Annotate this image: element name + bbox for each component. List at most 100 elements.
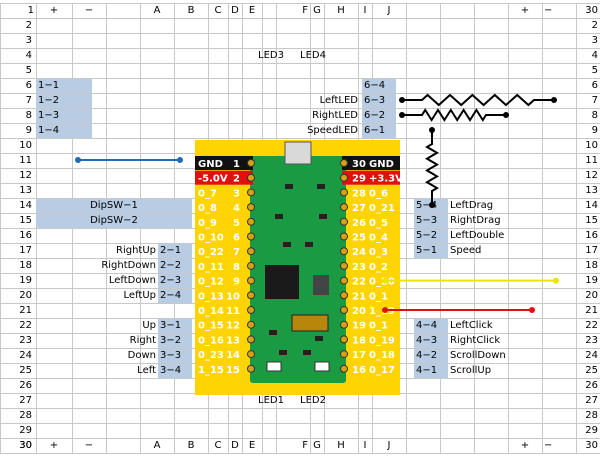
regulator-chip xyxy=(313,275,329,295)
row-number-right: 22 xyxy=(585,320,598,331)
left-pin-number: 12 xyxy=(226,321,240,332)
column-header: − xyxy=(544,5,553,16)
column-header: J xyxy=(387,5,391,16)
row-number-left: 14 xyxy=(19,200,32,211)
left-pin-number: 9 xyxy=(233,277,240,288)
led4-label: LED4 xyxy=(300,50,326,61)
row-number-right: 26 xyxy=(585,380,598,391)
left-led-label: LeftLED xyxy=(319,95,358,106)
left-pin-name: 0_15 xyxy=(198,321,224,332)
left-pin-number: 4 xyxy=(233,203,240,214)
row-number-left: 19 xyxy=(19,275,32,286)
row-number-right: 2 xyxy=(591,20,598,31)
right-pin-name: 0_1 xyxy=(369,291,388,302)
speed-led-label: SpeedLED xyxy=(307,125,358,136)
right-pin-number: 30 xyxy=(352,159,366,170)
column-header: − xyxy=(84,5,94,16)
row-number-right: 29 xyxy=(585,425,598,436)
column-header: B xyxy=(187,5,195,16)
smd-part xyxy=(315,336,323,341)
left-pin-name: 0_9 xyxy=(198,218,217,229)
right-pin-name: +3.3V xyxy=(369,174,403,185)
left-pin-number: 3 xyxy=(233,188,240,199)
left-pin-name: 0_10 xyxy=(198,233,224,244)
button-2 xyxy=(314,361,330,372)
left-pin-name: 0_7 xyxy=(198,188,217,199)
led3-label: LED3 xyxy=(258,50,284,61)
left-pin-name: 0_13 xyxy=(198,291,224,302)
led1-label: LED1 xyxy=(258,395,284,406)
smd-part xyxy=(285,184,293,189)
left-pin-number: 14 xyxy=(226,350,240,361)
wire-dot xyxy=(529,307,535,313)
column-footer: E xyxy=(248,440,256,451)
left-pin-number: 11 xyxy=(226,306,240,317)
right-pin-name: 0_3 xyxy=(369,247,388,258)
left-pin-number: 1 xyxy=(233,159,240,170)
right-pin-number: 23 xyxy=(352,262,366,273)
column-header: 1 xyxy=(27,5,34,16)
action-label: Speed xyxy=(450,245,482,256)
resistor-dot xyxy=(503,112,509,118)
row-number-left: 10 xyxy=(19,140,32,151)
left-pin-name: GND xyxy=(198,159,223,170)
column-header: H xyxy=(337,5,345,16)
column-header: G xyxy=(313,5,321,16)
row-number-left: 12 xyxy=(19,170,32,181)
right-pin-name: GND xyxy=(369,159,394,170)
action-label: RightDrag xyxy=(450,215,501,226)
led-id-cell: 6−2 xyxy=(362,109,396,123)
right-pin-name: 0_21 xyxy=(369,203,395,214)
right-pin-name: 0_6 xyxy=(369,188,388,199)
smd-part xyxy=(283,242,291,247)
dipsw1-cell: DipSW−1 xyxy=(36,199,192,213)
left-pin-number: 8 xyxy=(233,262,240,273)
column-header: I xyxy=(363,5,367,16)
column-footer: + xyxy=(49,440,59,451)
header-footprint xyxy=(291,314,329,332)
left-pin-number: 15 xyxy=(226,365,240,376)
direction-label: Down xyxy=(127,350,156,361)
left-pin-name: 0_23 xyxy=(198,350,224,361)
left-pin-name: 0_22 xyxy=(198,247,224,258)
row-number-left: 11 xyxy=(19,155,32,166)
row-number-left: 25 xyxy=(19,365,32,376)
left-pin-pad xyxy=(247,261,255,270)
resistor-dot xyxy=(429,202,435,208)
direction-id-cell: 3−4 xyxy=(158,364,192,378)
column-footer: − xyxy=(544,440,553,451)
led-id-cell: 6−1 xyxy=(362,124,396,138)
right-pin-name: 1_19 xyxy=(369,306,395,317)
row-number-right: 25 xyxy=(585,365,598,376)
column-footer: B xyxy=(187,440,195,451)
row-number-left: 7 xyxy=(25,95,32,106)
direction-label: LeftUp xyxy=(123,290,156,301)
left-pin-pad xyxy=(247,247,255,256)
right-pin-pad xyxy=(340,364,348,373)
row-number-right: 19 xyxy=(585,275,598,286)
right-led-label: RightLED xyxy=(312,110,358,121)
left-pin-pad xyxy=(247,217,255,226)
resistor-dot xyxy=(399,97,405,103)
action-id-cell: 4−3 xyxy=(414,334,448,348)
wire-dot xyxy=(553,277,559,284)
led-id-cell: 6−3 xyxy=(362,94,396,108)
row-number-left: 5 xyxy=(25,65,32,76)
left-pin-pad xyxy=(247,350,255,359)
right-pin-number: 29 xyxy=(352,174,366,185)
smd-part xyxy=(275,214,283,219)
row-number-left: 15 xyxy=(19,215,32,226)
resistor-left-led xyxy=(402,93,554,107)
row-number-left: 30 xyxy=(19,440,32,451)
left-pin-name: 0_16 xyxy=(198,335,224,346)
row-number-right: 16 xyxy=(585,230,598,241)
right-pin-name: 0_2 xyxy=(369,262,388,273)
right-pin-number: 16 xyxy=(352,365,366,376)
row-number-left: 16 xyxy=(19,230,32,241)
row-number-left: 21 xyxy=(19,305,32,316)
direction-label: RightUp xyxy=(116,245,156,256)
row-number-right: 8 xyxy=(591,110,598,121)
row-number-right: 18 xyxy=(585,260,598,271)
switch-id-cell: 1−2 xyxy=(36,94,92,108)
row-number-right: 20 xyxy=(585,290,598,301)
